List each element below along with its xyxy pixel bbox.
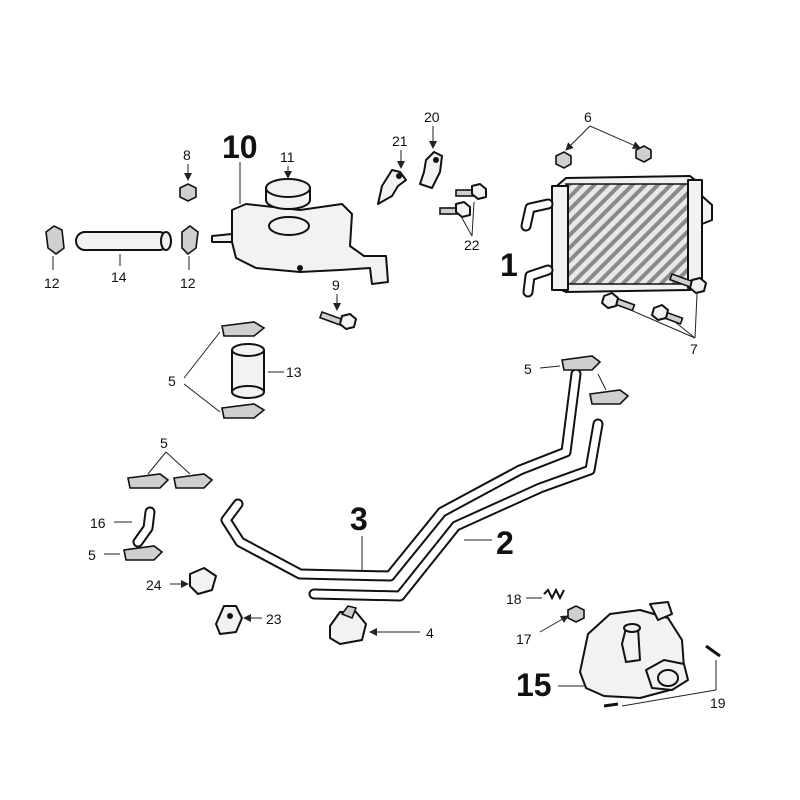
clamp-12-left [45,225,65,270]
callout-10: 10 [222,129,258,165]
callout-13: 13 [286,364,302,380]
callout-8: 8 [183,147,191,163]
callout-12-left: 12 [44,275,60,291]
hose-2 [308,418,604,602]
clamp-5-group-upper [183,321,266,419]
callout-labels: 1 2 3 4 5 5 5 5 6 7 8 9 10 11 12 12 13 1… [44,109,726,711]
seal-17 [539,605,585,633]
bracket-20 [419,126,443,189]
radiator [520,175,713,298]
callout-5-right: 5 [524,361,532,377]
water-pump-15 [558,601,689,699]
bracket-21 [377,150,407,205]
clamp-5-single [104,545,164,561]
bracket-23 [215,605,262,635]
callout-2: 2 [496,525,514,561]
callout-17: 17 [516,631,532,647]
screw-19 [603,644,721,708]
callout-3: 3 [350,501,368,537]
callout-9: 9 [332,277,340,293]
callout-4: 4 [426,625,434,641]
callout-20: 20 [424,109,440,125]
hose-14 [75,231,172,266]
callout-22: 22 [464,237,480,253]
callout-5-single: 5 [88,547,96,563]
bolt-6 [555,125,652,169]
clip-24 [170,567,217,595]
callout-5-left: 5 [160,435,168,451]
screw-7 [601,272,707,339]
callout-18: 18 [506,591,522,607]
callout-19: 19 [710,695,726,711]
thermostat-4 [329,605,420,645]
callout-21: 21 [392,133,408,149]
callout-6: 6 [584,109,592,125]
nut-8 [179,164,197,202]
callout-15: 15 [516,667,552,703]
hose-3 [220,368,582,582]
bolt-22 [439,183,487,237]
callout-1: 1 [500,247,518,283]
clamp-5-group-left [127,451,214,489]
callout-24: 24 [146,577,162,593]
callout-7: 7 [690,341,698,357]
elbow-16 [114,506,156,548]
screw-9 [318,294,357,330]
expansion-tank [211,203,389,285]
sleeve-13 [231,343,284,399]
callout-5-upper: 5 [168,373,176,389]
clamp-12-right [181,225,199,270]
spring-18 [526,587,565,601]
tank-cap [265,166,311,210]
callout-12-right: 12 [180,275,196,291]
callout-23: 23 [266,611,282,627]
callout-14: 14 [111,269,127,285]
callout-16: 16 [90,515,106,531]
callout-11: 11 [280,149,295,165]
clamp-5-group-right [539,355,630,405]
